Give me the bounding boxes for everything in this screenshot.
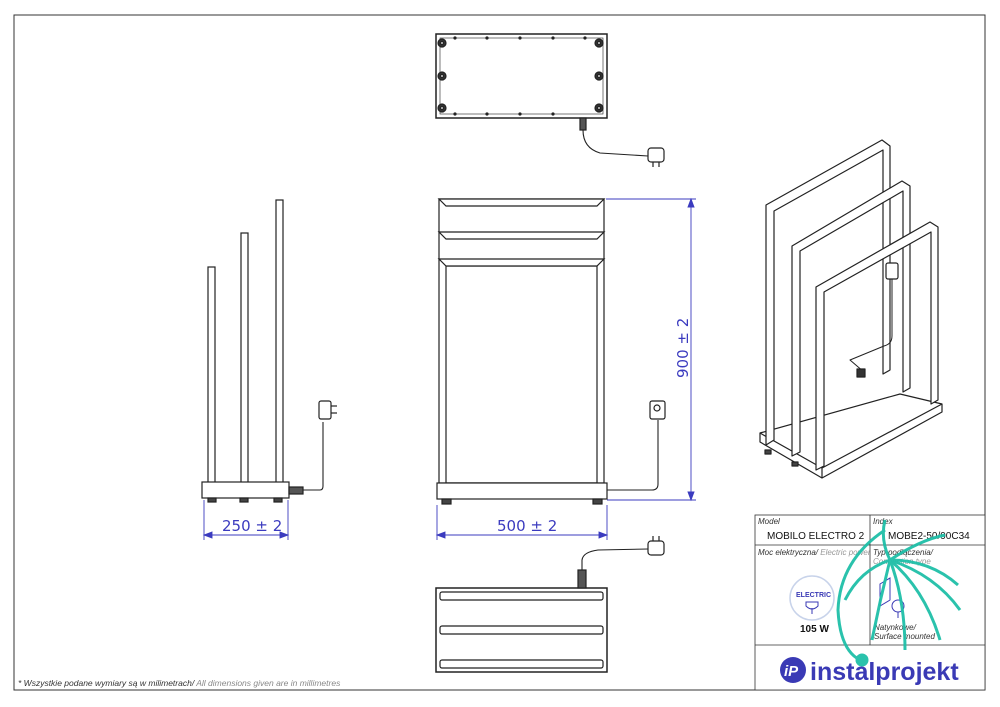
model-value: MOBILO ELECTRO 2 (767, 531, 865, 542)
bottom-view (435, 536, 665, 673)
power-value: 105 W (800, 624, 829, 635)
power-label: Moc elektryczna/ Electric power (758, 548, 871, 557)
side-view (201, 199, 337, 503)
index-value: MOBE2-50/90C34 (888, 531, 970, 542)
connection-value-pl: Natynkowe/ (874, 623, 917, 632)
side-width-label: 250 ± 2 (222, 517, 282, 535)
brand-logo (780, 657, 806, 683)
sheet-border (13, 14, 986, 691)
front-height-label: 900 ± 2 (674, 318, 692, 378)
front-width-dimension (435, 505, 609, 540)
brand-name: instalprojekt (810, 658, 959, 686)
electric-icon-text: ELECTRIC (796, 592, 831, 599)
side-width-dimension (202, 500, 290, 540)
model-label: Model (758, 517, 780, 526)
brand-badge: iP (784, 663, 799, 680)
top-view (435, 33, 665, 167)
front-view (436, 198, 666, 505)
front-width-label: 500 ± 2 (497, 517, 557, 535)
isometric-view (759, 139, 943, 479)
front-height-dimension (606, 197, 696, 502)
electric-icon (789, 575, 835, 621)
teal-watermark (836, 519, 962, 667)
footnote: * Wszystkie podane wymiary są w milimetr… (18, 678, 341, 688)
